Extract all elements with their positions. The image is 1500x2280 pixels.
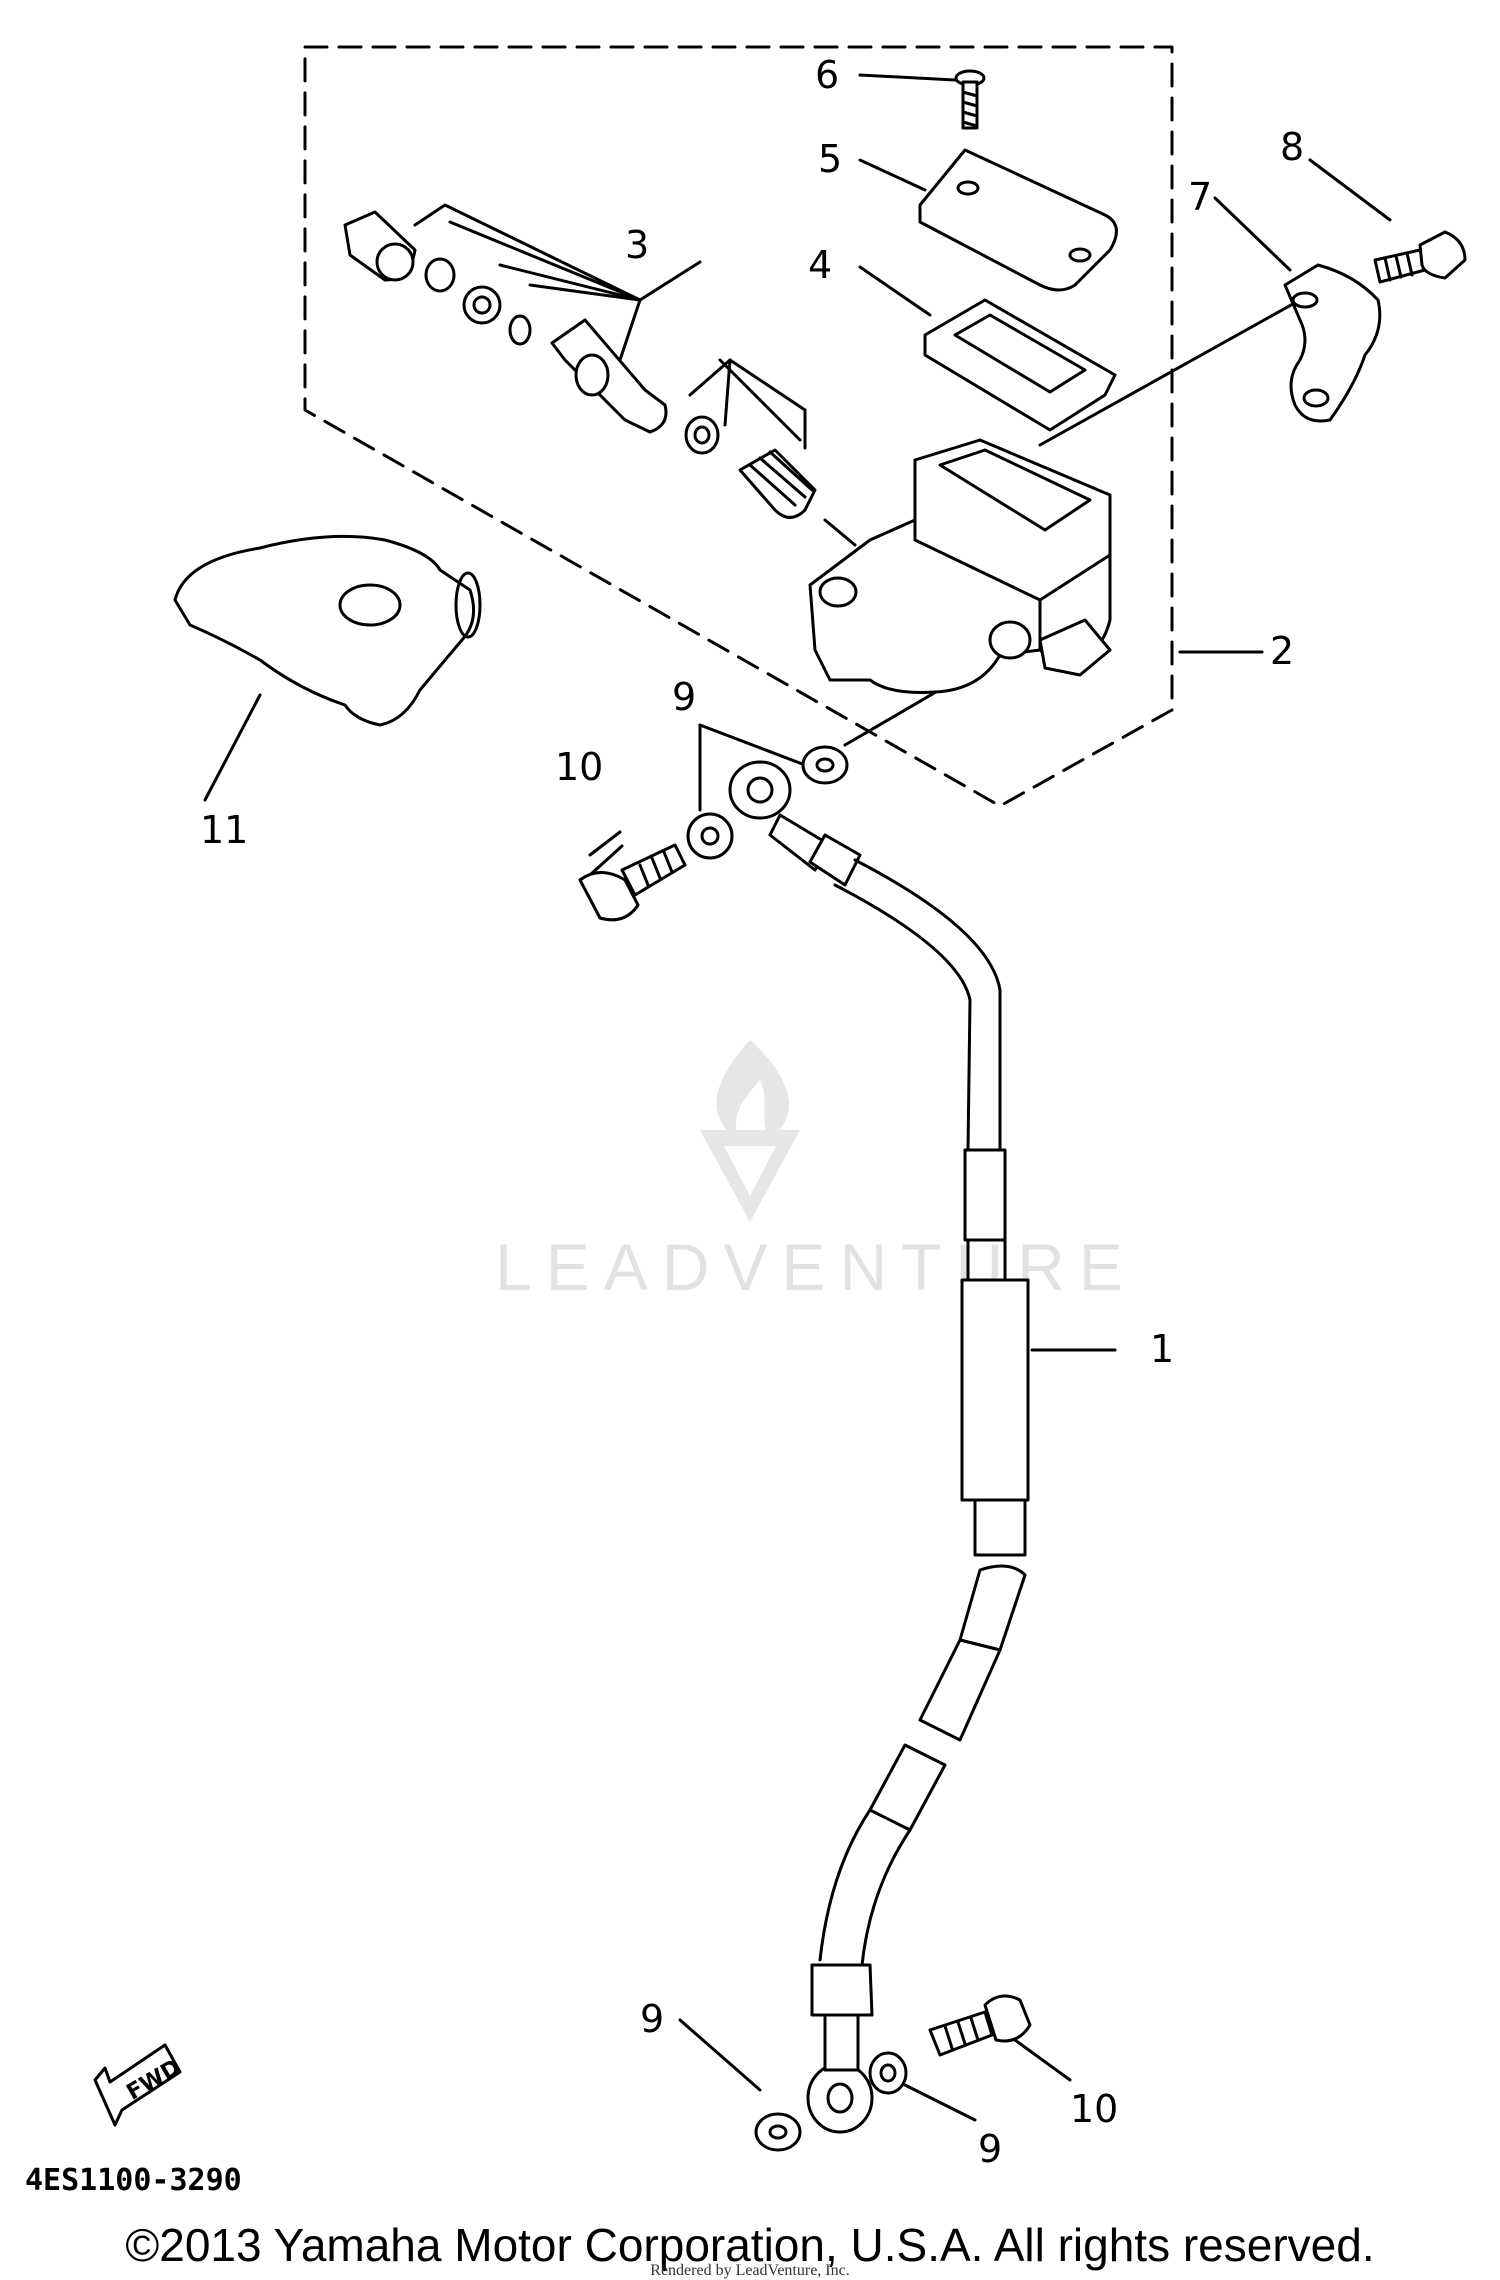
piston-kit-part-3	[343, 210, 817, 519]
callout-6: 6	[815, 53, 839, 97]
washer-part-9	[686, 745, 908, 2152]
leader-lines	[203, 73, 1392, 2122]
callout-2: 2	[1270, 629, 1294, 673]
lever-boot-part-11	[173, 534, 482, 727]
reservoir-cap-part-5	[918, 148, 1118, 292]
callout-10-upper: 10	[555, 745, 603, 789]
callout-11: 11	[200, 808, 248, 852]
clamp-part-7	[1283, 263, 1382, 423]
callout-4: 4	[808, 243, 832, 287]
rendered-by-notice: Rendered by LeadVenture, Inc.	[650, 2262, 850, 2279]
cap-hole-icon	[1068, 247, 1092, 263]
copyright-notice: ©2013 Yamaha Motor Corporation, U.S.A. A…	[125, 2219, 1375, 2271]
union-bolt-part-10	[578, 843, 1032, 2057]
callout-1: 1	[1150, 1327, 1174, 1371]
callout-5: 5	[818, 137, 842, 181]
callout-3: 3	[625, 223, 649, 267]
callout-10-lower: 10	[1070, 2087, 1118, 2131]
cap-hole-icon	[956, 180, 980, 196]
master-cylinder-part-2	[808, 438, 1112, 694]
master-cylinder-assembly-box	[303, 45, 1174, 808]
callout-9-lower-left: 9	[640, 1997, 664, 2041]
callout-9-lower-right: 9	[978, 2127, 1002, 2171]
callout-7: 7	[1188, 175, 1212, 219]
bolt-part-8	[1373, 230, 1467, 284]
diaphragm-part-4	[923, 298, 1117, 432]
callout-9-upper: 9	[672, 675, 696, 719]
brake-hose-part-1	[728, 760, 1030, 2134]
screw-part-6	[954, 69, 986, 130]
callout-8: 8	[1280, 125, 1304, 169]
forward-direction-icon: FWD	[93, 2043, 185, 2127]
watermark-text: LEADVENTURE	[495, 1230, 1137, 1304]
leadventure-watermark: LEADVENTURE	[495, 1040, 1137, 1304]
diagram-code: 4ES1100-3290	[25, 2163, 242, 2198]
